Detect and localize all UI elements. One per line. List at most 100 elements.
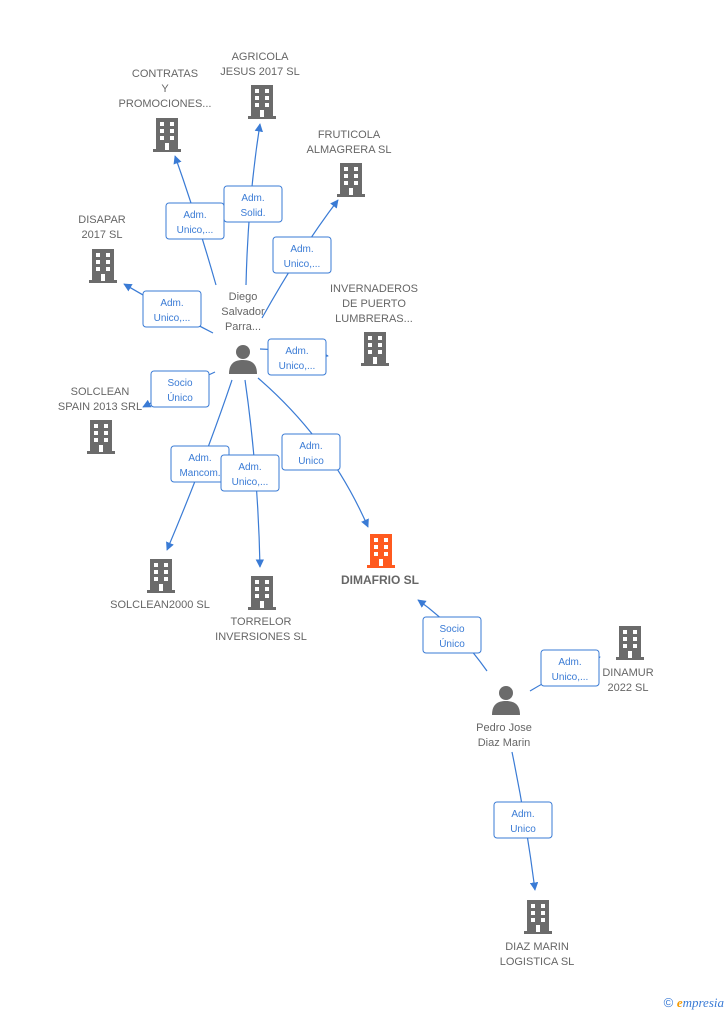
company-icon [248, 576, 276, 610]
edge-label-box [422, 616, 482, 654]
edge-label-box [142, 290, 202, 328]
edge-label-box [272, 236, 332, 274]
company-icon [361, 332, 389, 366]
person-icon [229, 345, 257, 374]
edge-label-text: Unico,... [279, 361, 316, 372]
edge-label-e4: Adm. Unico,... [142, 290, 202, 328]
edge-label-e1: Adm. Unico,... [165, 202, 225, 240]
node-label: LOGISTICA SL [500, 956, 575, 968]
node-label: SOLCLEAN2000 SL [110, 599, 210, 611]
node-diaz_logistica[interactable]: DIAZ MARIN LOGISTICA SL [500, 900, 575, 968]
node-label: DE PUERTO [342, 298, 406, 310]
company-icon [89, 249, 117, 283]
node-label: 2022 SL [608, 682, 649, 694]
node-label: Diaz Marin [478, 737, 531, 749]
node-label: DIAZ MARIN [505, 941, 569, 953]
company-icon [87, 420, 115, 454]
edge-label-e7: Adm. Mancom. [170, 445, 230, 483]
node-label: 2017 SL [82, 229, 123, 241]
node-label: Diego [229, 291, 258, 303]
edge-label-box [150, 370, 210, 408]
edge-label-text: Unico,... [177, 225, 214, 236]
node-label: ALMAGRERA SL [307, 144, 392, 156]
node-label: CONTRATAS [132, 68, 198, 80]
node-torrelor[interactable]: TORRELOR INVERSIONES SL [215, 576, 307, 643]
node-label: FRUTICOLA [318, 129, 381, 141]
edge-label-text: Único [439, 637, 465, 650]
edge-label-box [540, 649, 600, 687]
edge-label-text: Adm. [238, 462, 261, 473]
edge-label-text: Adm. [285, 346, 308, 357]
edge-label-e9: Adm. Unico [281, 433, 341, 471]
node-fruticola[interactable]: FRUTICOLA ALMAGRERA SL [307, 129, 392, 197]
brand-logo: empresia [676, 995, 724, 1010]
node-contratas[interactable]: CONTRATAS Y PROMOCIONES... [119, 68, 212, 152]
brand-footer: © empresia [664, 995, 724, 1011]
company-icon [153, 118, 181, 152]
node-label: Parra... [225, 321, 261, 333]
edge-label-box [493, 801, 553, 839]
node-label: PROMOCIONES... [119, 98, 212, 110]
company-icon [337, 163, 365, 197]
edge-label-text: Adm. [299, 441, 322, 452]
edge-label-text: Unico [510, 824, 536, 835]
node-diego[interactable]: DiegoSalvadorParra... [221, 291, 265, 374]
edge-label-text: Adm. [241, 193, 264, 204]
node-label: SPAIN 2013 SRL [58, 401, 142, 413]
node-label: DINAMUR [602, 667, 653, 679]
company-icon [524, 900, 552, 934]
edge-label-e3: Adm. Unico,... [272, 236, 332, 274]
edge-label-text: Unico,... [552, 672, 589, 683]
edge-label-text: Adm. [160, 298, 183, 309]
company-icon [147, 559, 175, 593]
edge-label-box [281, 433, 341, 471]
edge-label-text: Socio [439, 624, 464, 635]
node-label: SOLCLEAN [71, 386, 130, 398]
node-solclean_spain[interactable]: SOLCLEAN SPAIN 2013 SRL [58, 386, 142, 454]
node-dinamur[interactable]: DINAMUR 2022 SL [602, 626, 654, 694]
edge-label-text: Único [167, 391, 193, 404]
edge-label-text: Unico [298, 456, 324, 467]
edge-label-text: Unico,... [154, 313, 191, 324]
main-company-icon [367, 534, 395, 568]
edge-label-text: Mancom. [179, 468, 220, 479]
node-label: INVERSIONES SL [215, 631, 307, 643]
person-icon [492, 686, 520, 715]
edge-label-text: Unico,... [232, 477, 269, 488]
node-label: Pedro Jose [476, 722, 532, 734]
node-agricola[interactable]: AGRICOLA JESUS 2017 SL [220, 51, 300, 119]
edge-label-text: Adm. [558, 657, 581, 668]
edge-label-text: Unico,... [284, 259, 321, 270]
node-disapar[interactable]: DISAPAR 2017 SL [78, 214, 126, 283]
edge-label-box [267, 338, 327, 376]
nodes-layer: CONTRATAS Y PROMOCIONES... AGRICOLA JESUS 20… [58, 51, 654, 968]
edge-label-text: Adm. [188, 453, 211, 464]
edge-label-e5: Adm. Unico,... [267, 338, 327, 376]
copyright-icon: © [663, 995, 674, 1010]
edge-label-text: Socio [167, 378, 192, 389]
node-label: DISAPAR [78, 214, 126, 226]
node-label: TORRELOR [231, 616, 292, 628]
edge-labels-layer: Adm.Unico,...Adm.Solid.Adm.Unico,...Adm.… [142, 185, 600, 839]
node-solclean2000[interactable]: SOLCLEAN2000 SL [110, 559, 210, 611]
node-dimafrio[interactable]: DIMAFRIO SL [341, 534, 419, 587]
node-label: Salvador [221, 306, 265, 318]
edge-label-e11: Adm. Unico,... [540, 649, 600, 687]
node-label: INVERNADEROS [330, 283, 418, 295]
edge-label-text: Adm. [290, 244, 313, 255]
edge-label-text: Adm. [511, 809, 534, 820]
edge-label-e2: Adm.Solid. [223, 185, 283, 223]
edge-label-e12: Adm. Unico [493, 801, 553, 839]
node-label: AGRICOLA [232, 51, 290, 63]
node-label: JESUS 2017 SL [220, 66, 300, 78]
node-label: Y [161, 83, 169, 95]
edge-label-box [220, 454, 280, 492]
company-icon [248, 85, 276, 119]
edge-label-text: Adm. [183, 210, 206, 221]
company-icon [616, 626, 644, 660]
